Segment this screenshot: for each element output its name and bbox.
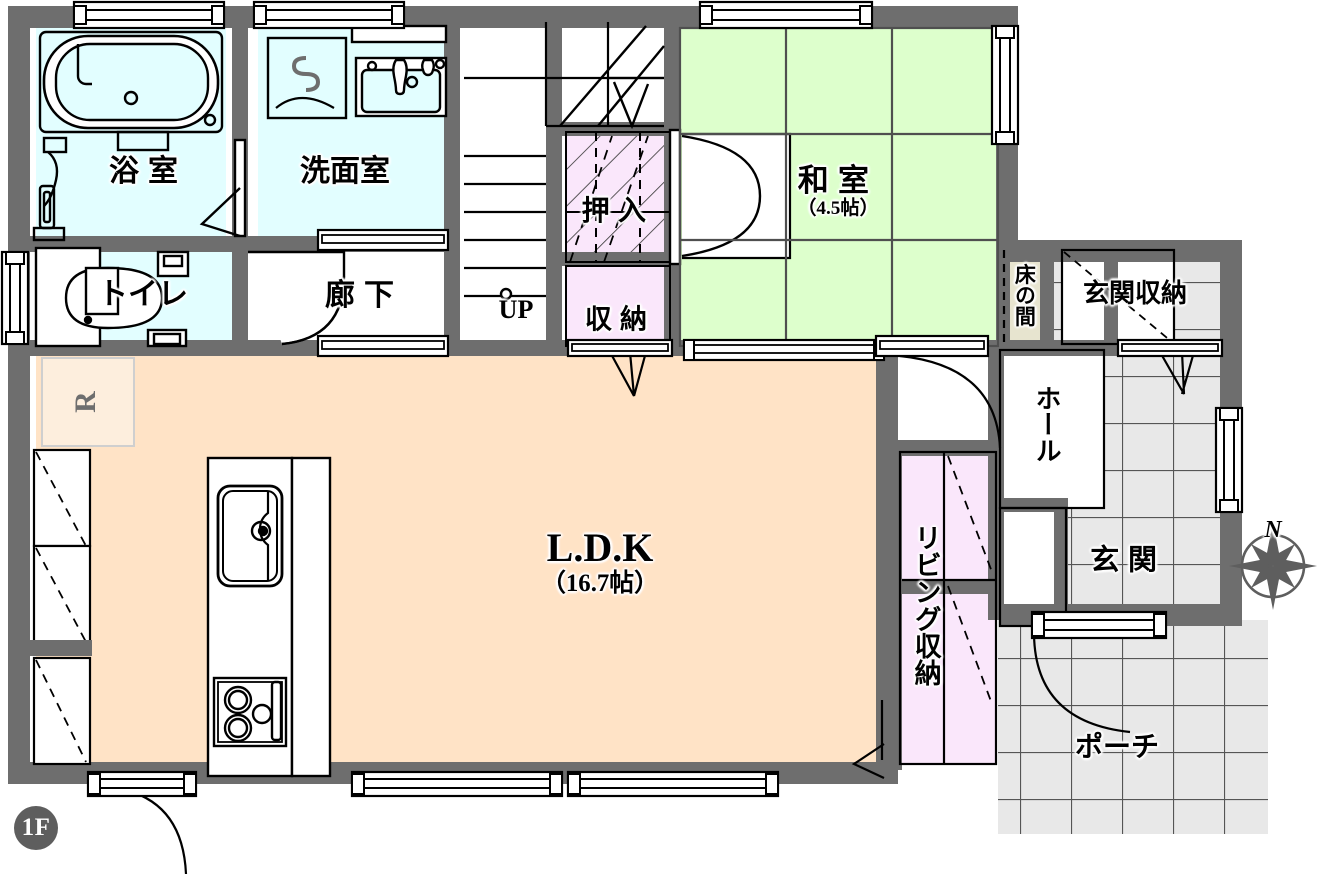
- stove-icon: [212, 676, 288, 748]
- kitchen: [206, 456, 332, 778]
- entrance-door-swing: [1032, 631, 1131, 734]
- corridor-door: [248, 250, 346, 346]
- fixtures: [30, 22, 1196, 875]
- washing-machine-icon: [266, 36, 348, 120]
- shower-fittings: [32, 130, 170, 242]
- staircase: [464, 22, 665, 301]
- refrigerator-mark: [41, 357, 135, 447]
- folding-door-marks: [609, 351, 1196, 397]
- ldk-left-closets: [32, 448, 92, 766]
- toilet-icon: [34, 246, 190, 348]
- sink-icon: [216, 484, 284, 588]
- refrigerator-label: R: [68, 391, 102, 413]
- hall-door-swing: [899, 354, 1002, 449]
- living-storage: [851, 450, 998, 779]
- floor-badge: 1F: [14, 806, 58, 850]
- oshiire-closet: [565, 128, 682, 266]
- vanity-sink-icon: [350, 24, 448, 118]
- bath-sliding-door: [199, 138, 247, 238]
- bathtub-icon: [38, 30, 224, 134]
- compass-rose: [1229, 522, 1317, 610]
- windows: [0, 0, 1244, 798]
